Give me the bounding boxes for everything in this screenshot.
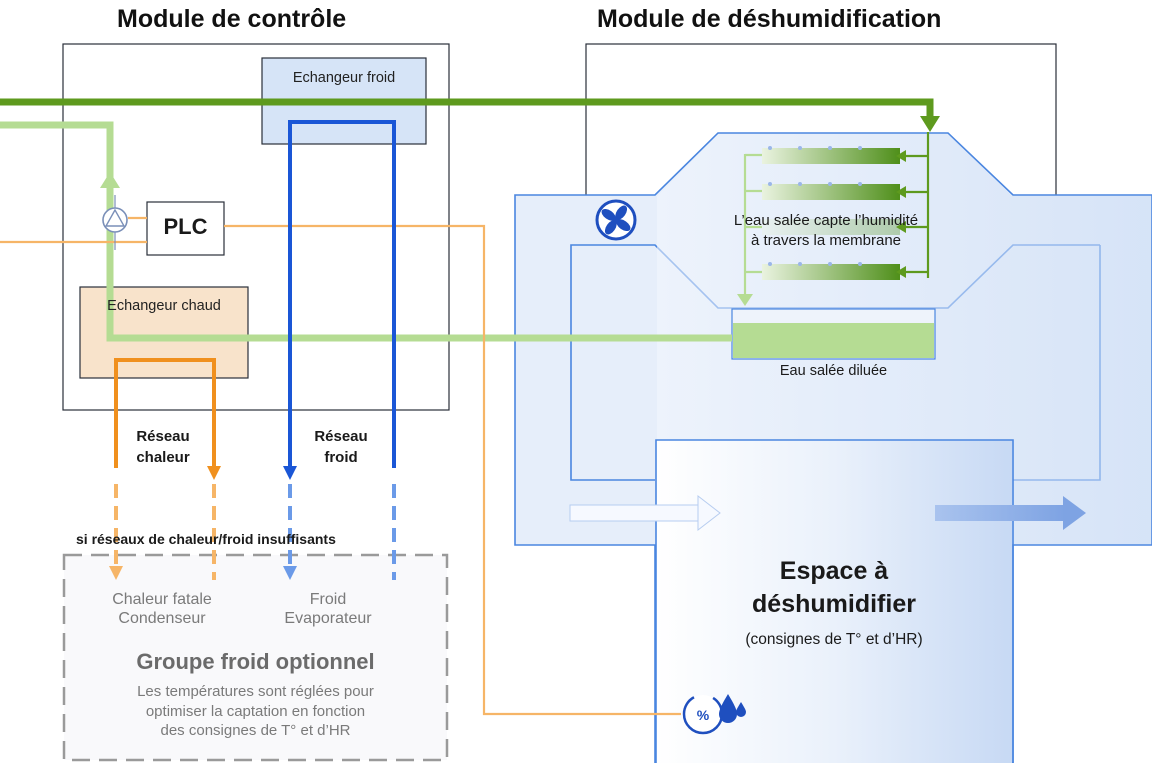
salt-water-feed-arrows bbox=[896, 150, 906, 278]
control-module-title: Module de contrôle bbox=[117, 5, 347, 33]
optional-group-desc-line3: des consignes de T° et d’HR bbox=[160, 722, 351, 739]
space-title: Espace à déshumidifier bbox=[656, 555, 1012, 620]
membrane-label-line2: à travers la membrane bbox=[750, 232, 902, 250]
insufficient-networks-label: si réseaux de chaleur/froid insuffisants bbox=[76, 531, 336, 547]
optional-group-desc-line2: optimiser la captation en fonction bbox=[145, 702, 366, 720]
dark-green-pipe bbox=[0, 98, 934, 120]
space-title-line2: déshumidifier bbox=[752, 589, 916, 618]
membrane-fins bbox=[762, 146, 900, 280]
cold-source-line2: Evaporateur bbox=[284, 610, 372, 628]
air-flow-arrow-in bbox=[569, 494, 721, 532]
svg-text:%: % bbox=[697, 707, 710, 723]
space-outline bbox=[655, 439, 1014, 763]
return-arrow bbox=[737, 294, 753, 306]
cold-network-label: Réseau froid bbox=[298, 426, 384, 468]
diluted-tank-water bbox=[733, 323, 934, 358]
salt-water-feed bbox=[904, 132, 930, 278]
heat-source-label: Chaleur fatale Condenseur bbox=[82, 590, 242, 628]
salt-water-return bbox=[743, 153, 762, 296]
fan-icon bbox=[595, 199, 637, 241]
membrane-label-line1: L’eau salée capte l’humidité bbox=[733, 212, 919, 229]
humidity-sensor-icon: % bbox=[682, 693, 746, 735]
cold-source-line1: Froid bbox=[309, 591, 347, 608]
pump-icon bbox=[102, 195, 128, 250]
heat-network-label: Réseau chaleur bbox=[120, 426, 206, 468]
dark-green-arrow bbox=[920, 116, 940, 132]
optional-group-title: Groupe froid optionnel bbox=[136, 649, 375, 674]
optional-group-box bbox=[62, 553, 449, 762]
plc-signal-lines bbox=[0, 216, 681, 716]
cold-exchanger-label: Echangeur froid bbox=[292, 70, 396, 86]
cold-network-label-line2: froid bbox=[324, 449, 358, 466]
air-flow-arrow-out bbox=[935, 496, 1086, 530]
plc-label: PLC bbox=[163, 214, 208, 239]
cold-network-label-line1: Réseau bbox=[314, 428, 368, 445]
optional-group-description: Les températures sont réglées pour optim… bbox=[64, 682, 447, 741]
heat-network-label-line2: chaleur bbox=[136, 449, 190, 466]
heat-source-line2: Condenseur bbox=[118, 610, 206, 628]
plc-box bbox=[146, 201, 225, 256]
light-green-arrow bbox=[100, 172, 120, 188]
heat-network-label-line1: Réseau bbox=[136, 428, 190, 445]
membrane-label: L’eau salée capte l’humidité à travers l… bbox=[696, 211, 956, 252]
heat-source-line1: Chaleur fatale bbox=[112, 591, 212, 608]
hot-network-pipes bbox=[109, 358, 221, 580]
optional-group-desc-line1: Les températures sont réglées pour bbox=[137, 683, 374, 700]
cold-source-label: Froid Evaporateur bbox=[268, 590, 388, 628]
diluted-tank-label: Eau salée diluée bbox=[779, 363, 888, 379]
dehumid-module-title: Module de déshumidification bbox=[597, 5, 942, 33]
space-title-line1: Espace à bbox=[779, 557, 889, 585]
hot-exchanger-label: Echangeur chaud bbox=[107, 298, 221, 314]
cold-network-pipes bbox=[283, 120, 396, 580]
space-subtitle: (consignes de T° et d’HR) bbox=[745, 631, 923, 648]
